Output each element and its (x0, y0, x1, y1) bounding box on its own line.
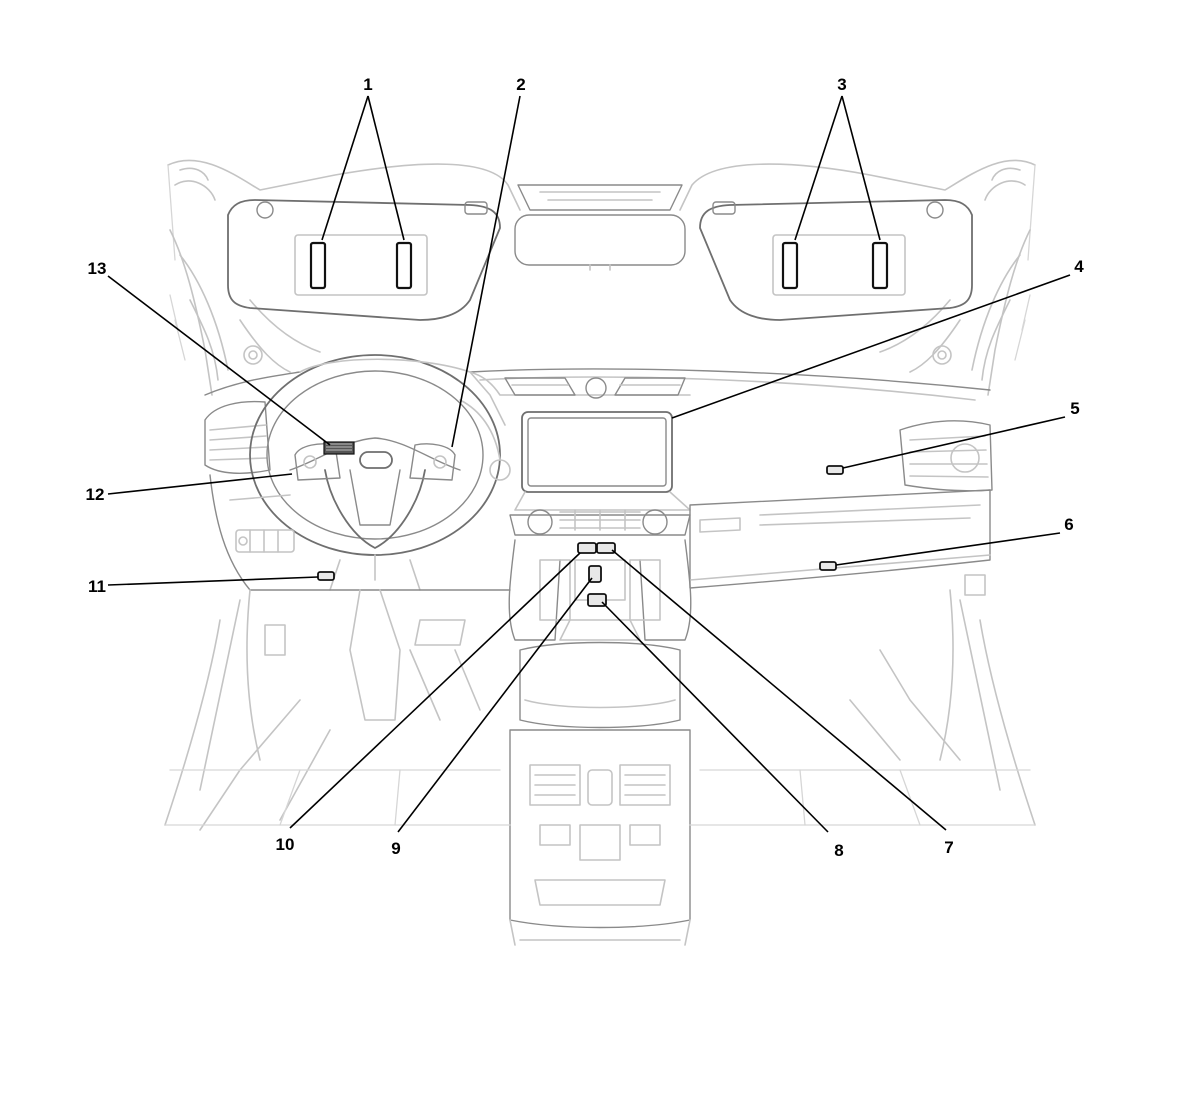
right-visor-lamp-b (871, 241, 889, 290)
callout-11: 11 (88, 577, 106, 596)
component-locations (309, 241, 889, 607)
leader-2 (451, 95, 521, 448)
leader-lines (107, 95, 1071, 833)
callout-3: 3 (837, 75, 846, 94)
interior-line-art (164, 159, 1036, 946)
callout-4: 4 (1074, 257, 1084, 276)
console-top-part-left (577, 542, 597, 554)
leader-13 (107, 275, 331, 446)
callout-12: 12 (86, 485, 105, 504)
leader-10 (289, 552, 581, 829)
console-top-part-right (596, 542, 616, 554)
leader-8 (601, 601, 829, 833)
leader-4 (671, 274, 1071, 419)
glovebox-lower-part (819, 561, 837, 571)
leader-12 (107, 473, 293, 495)
leader-3a (794, 95, 843, 241)
left-visor-lamp-a (309, 241, 327, 290)
leader-1a (321, 95, 369, 241)
callout-7: 7 (944, 838, 953, 857)
leader-7 (611, 549, 947, 831)
steering-hatched-part (323, 441, 355, 455)
callout-8: 8 (834, 841, 843, 860)
callout-6: 6 (1064, 515, 1073, 534)
callout-labels: 1 2 3 4 5 6 7 8 9 10 11 12 13 (86, 75, 1085, 860)
right-visor-lamp-a (781, 241, 799, 290)
glovebox-upper-part (826, 465, 844, 475)
leader-3b (841, 95, 881, 241)
console-tray-part (587, 593, 607, 607)
callout-5: 5 (1070, 399, 1079, 418)
leader-6 (835, 532, 1061, 566)
callout-10: 10 (276, 835, 295, 854)
callout-13: 13 (88, 259, 107, 278)
callout-1: 1 (363, 75, 372, 94)
leader-9 (397, 577, 593, 833)
left-visor-lamp-b (395, 241, 413, 290)
callout-9: 9 (391, 839, 400, 858)
leader-5 (842, 416, 1066, 469)
leader-11 (107, 576, 319, 586)
driver-knee-part (317, 571, 335, 581)
callout-2: 2 (516, 75, 525, 94)
leader-1b (367, 95, 405, 241)
